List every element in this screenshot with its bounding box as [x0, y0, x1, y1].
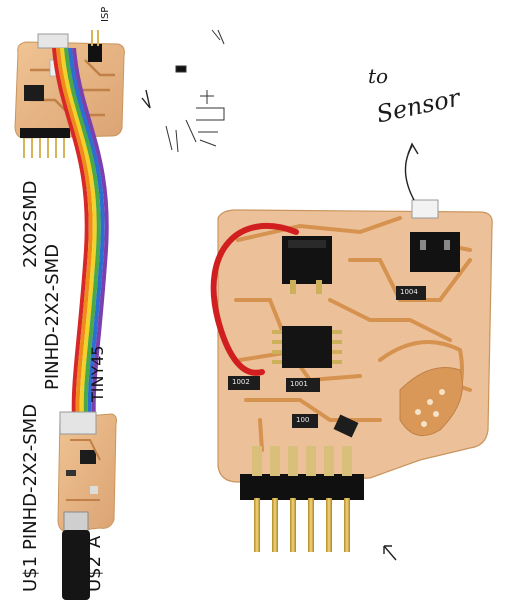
annotation-arrows — [141, 89, 419, 561]
u2-label: U$2 — [84, 555, 105, 592]
part-2x02-label: 2X02SMD — [20, 180, 41, 268]
isp-label: ISP — [100, 6, 111, 22]
resistor-1001: 1001 — [290, 380, 308, 388]
u1-label: U$1 — [20, 555, 41, 592]
resistor-1004: 1004 — [400, 288, 418, 296]
bottom-left-board — [57, 411, 117, 600]
main-pcb — [210, 199, 493, 552]
resistor-100: 100 — [296, 416, 310, 424]
resistor-1002: 1002 — [232, 378, 250, 386]
handwritten-sketch — [165, 29, 225, 153]
tiny-label: TINY45 — [88, 345, 107, 402]
pinhd-label-a: PINHD-2X2-SMD — [20, 403, 41, 550]
ribbon-cable — [52, 47, 109, 421]
a-mark-label: A — [84, 535, 105, 548]
to-annotation: to — [368, 64, 389, 88]
pinhd-label-b: PINHD-2X2-SMD — [42, 243, 63, 390]
